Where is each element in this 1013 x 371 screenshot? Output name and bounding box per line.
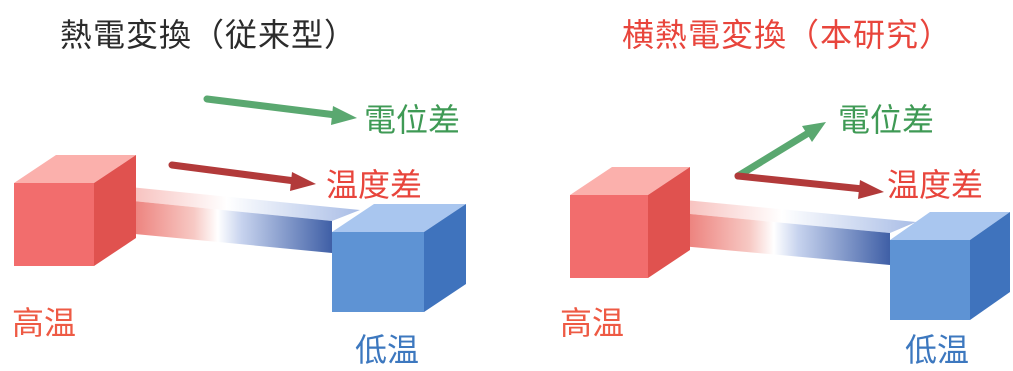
temperature-difference-arrow — [168, 161, 316, 191]
temperature-difference-label: 温度差 — [326, 166, 423, 204]
potential-difference-arrow — [734, 122, 826, 180]
hot-block — [570, 167, 690, 278]
potential-difference-label: 電位差 — [364, 101, 461, 139]
high-temperature-label: 高温 — [12, 304, 77, 342]
cold-block — [332, 204, 466, 312]
conventional-diagram — [14, 95, 466, 312]
conventional-title: 熱電変換（従来型） — [60, 16, 358, 54]
high-temperature-label: 高温 — [560, 304, 625, 342]
hot-block — [14, 155, 136, 266]
potential-difference-label: 電位差 — [838, 101, 935, 139]
potential-difference-arrow — [203, 95, 357, 125]
temperature-difference-arrow — [734, 172, 884, 199]
conventional-thermoelectric-panel: 熱電変換（従来型） 電位差 温度差 高温 低温 — [0, 0, 506, 369]
low-temperature-label: 低温 — [355, 331, 420, 369]
temperature-difference-label: 温度差 — [887, 166, 984, 204]
low-temperature-label: 低温 — [905, 331, 970, 369]
transverse-thermoelectric-panel: 横熱電変換（本研究） 電位差 温度差 高温 低温 — [540, 0, 1013, 369]
thermoelectric-bar — [94, 186, 360, 253]
cold-block — [890, 212, 1010, 320]
transverse-title: 横熱電変換（本研究） — [622, 16, 953, 54]
transverse-diagram — [570, 122, 1010, 320]
thermoelectric-bar — [648, 199, 916, 265]
